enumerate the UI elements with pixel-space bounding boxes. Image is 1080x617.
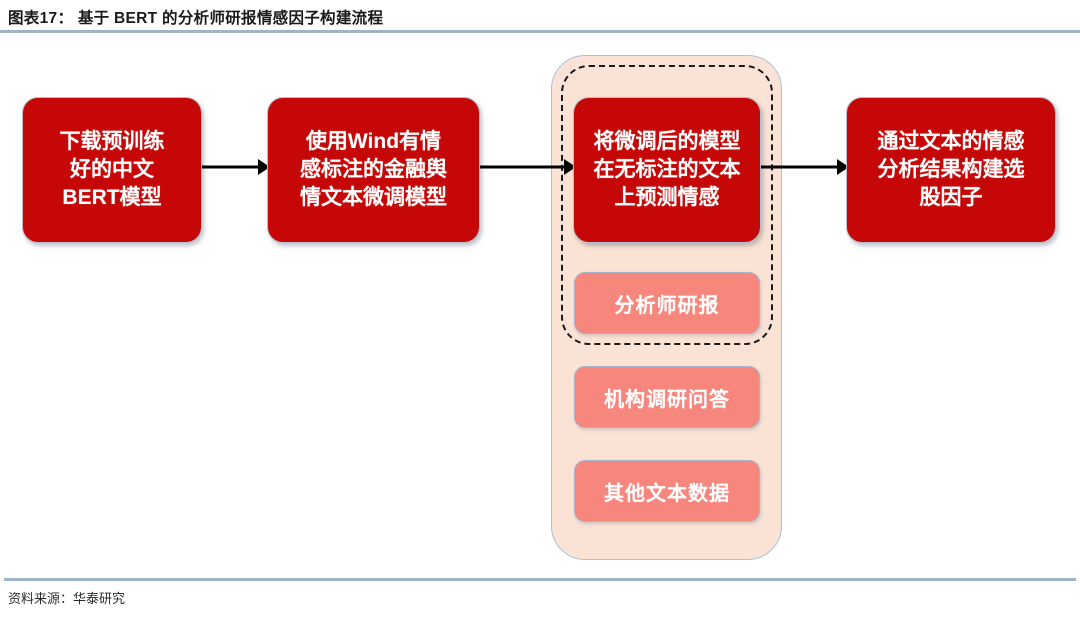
flow-step-label: 下载预训练 好的中文 BERT模型 (59, 130, 165, 209)
flow-step-build-stock-factor[interactable]: 通过文本的情感 分析结果构建选 股因子 (846, 97, 1056, 243)
data-source-other-text-data[interactable]: 其他文本数据 (574, 460, 760, 522)
data-source-analyst-report[interactable]: 分析师研报 (574, 272, 760, 334)
data-source-label: 分析师研报 (614, 294, 720, 317)
source-note: 资料来源：华泰研究 (8, 591, 126, 606)
data-source-label: 机构调研问答 (604, 388, 730, 411)
chart-header: 图表17： 基于 BERT 的分析师研报情感因子构建流程 (0, 0, 1080, 33)
data-source-institution-research-qa[interactable]: 机构调研问答 (574, 366, 760, 428)
footer-divider (4, 578, 1076, 581)
arrow-predict-to-factor (761, 159, 849, 175)
flow-step-download-pretrained-bert[interactable]: 下载预训练 好的中文 BERT模型 (22, 97, 202, 243)
flow-step-finetune-with-wind-corpus[interactable]: 使用Wind有情 感标注的金融舆 情文本微调模型 (267, 97, 480, 243)
arrow-finetune-to-predict (480, 159, 576, 175)
flow-step-predict-sentiment-unlabeled[interactable]: 将微调后的模型 在无标注的文本 上预测情感 (573, 97, 761, 243)
header-divider (0, 30, 1080, 33)
arrow-download-to-finetune (202, 159, 270, 175)
data-source-label: 其他文本数据 (604, 482, 730, 505)
flow-step-label: 使用Wind有情 感标注的金融舆 情文本微调模型 (300, 130, 447, 209)
page-title: 图表17： 基于 BERT 的分析师研报情感因子构建流程 (8, 10, 384, 27)
flowchart-canvas: 下载预训练 好的中文 BERT模型 使用Wind有情 感标注的金融舆 情文本微调… (0, 33, 1080, 573)
flow-step-label: 将微调后的模型 在无标注的文本 上预测情感 (593, 130, 741, 209)
dashed-group-box (561, 65, 773, 345)
flow-step-label: 通过文本的情感 分析结果构建选 股因子 (877, 130, 1025, 209)
